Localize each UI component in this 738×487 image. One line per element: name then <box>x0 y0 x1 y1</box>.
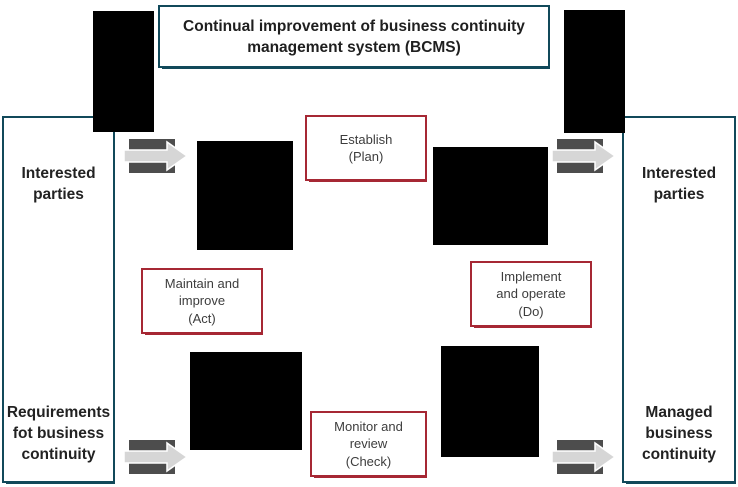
right-panel-bottom-label: Managed business continuity <box>641 404 717 463</box>
right-arrow-icon <box>122 439 190 475</box>
right-arrow-icon <box>550 439 618 475</box>
left-panel-top-label: Interested parties <box>21 165 96 203</box>
black-shape-cycle-upper-right <box>433 147 548 245</box>
left-panel-bottom-label: Requirements fot business continuity <box>6 404 111 463</box>
right-arrow-icon <box>122 138 190 174</box>
left-interested-parties-panel <box>2 116 115 483</box>
establish-plan-box: Establish (Plan) <box>305 115 427 181</box>
implement-operate-do-box: Implement and operate (Do) <box>470 261 592 327</box>
black-shape-top-left <box>93 11 154 132</box>
black-shape-top-right <box>564 10 625 133</box>
maintain-improve-act-box: Maintain and improve (Act) <box>141 268 263 334</box>
continual-improvement-title-box: Continual improvement of business contin… <box>158 5 550 68</box>
monitor-review-check-box: Monitor and review (Check) <box>310 411 427 477</box>
black-shape-cycle-upper-left <box>197 141 293 250</box>
right-interested-parties-panel <box>622 116 736 483</box>
black-shape-cycle-lower-left <box>190 352 302 450</box>
right-arrow-icon <box>550 138 618 174</box>
right-panel-top-label: Interested parties <box>641 165 717 203</box>
black-shape-cycle-lower-right <box>441 346 539 457</box>
